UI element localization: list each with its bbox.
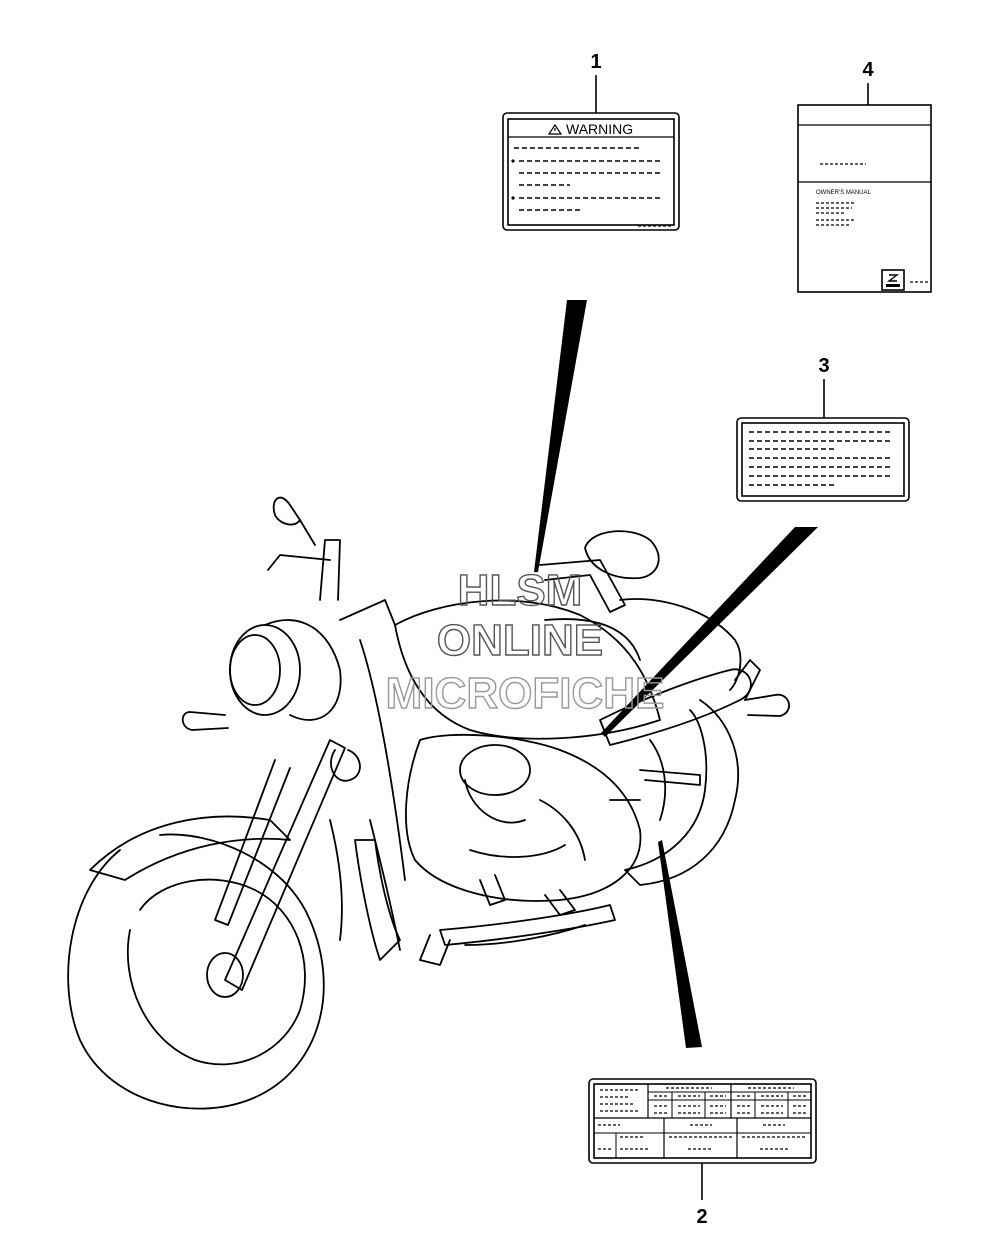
leader-wedge-1	[534, 300, 587, 572]
watermark-line-3: MICROFICHE	[386, 669, 665, 718]
watermark: HLSM ONLINE MICROFICHE	[385, 565, 665, 718]
part-1-warning-label[interactable]: 1 WARNING	[502, 51, 680, 231]
watermark-line-1: HLSM	[458, 566, 583, 615]
suzuki-logo-icon	[886, 274, 900, 287]
warning-title: WARNING	[566, 121, 633, 137]
motorcycle-drawing	[67, 496, 790, 1110]
callout-1: 1	[590, 51, 601, 73]
leader-lines	[534, 300, 818, 1048]
callout-3: 3	[818, 355, 829, 377]
leader-wedge-3	[601, 527, 818, 737]
part-4-owners-manual[interactable]: 4 OWNER'S MANUAL	[797, 59, 932, 293]
part-2-spec-label[interactable]: 2	[588, 1078, 817, 1228]
leader-wedge-2	[658, 840, 702, 1048]
warning-triangle-icon	[547, 123, 563, 135]
manual-subtitle: OWNER'S MANUAL	[816, 190, 871, 196]
callout-4: 4	[862, 59, 874, 81]
watermark-line-2: ONLINE	[437, 616, 603, 665]
part-3-info-label[interactable]: 3	[736, 355, 910, 502]
callout-2: 2	[696, 1206, 707, 1228]
